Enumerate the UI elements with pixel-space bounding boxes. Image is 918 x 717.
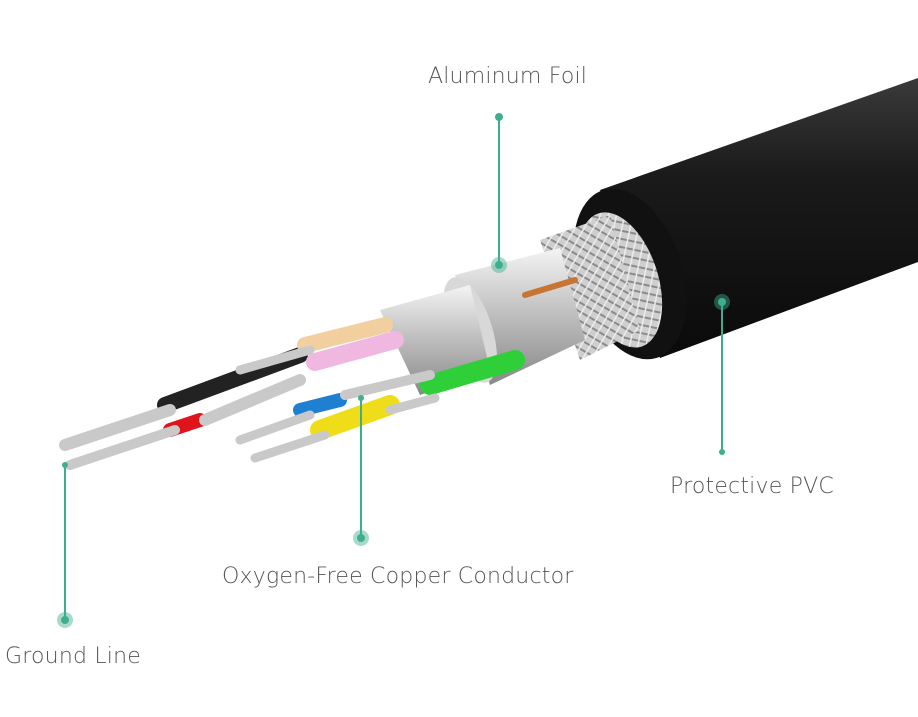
copper-dot — [357, 534, 365, 542]
label-aluminum-foil: Aluminum Foil — [428, 64, 588, 89]
inner-wires — [59, 317, 525, 470]
label-protective-pvc: Protective PVC — [670, 474, 834, 499]
pvc-dot — [718, 298, 726, 306]
aluminum-foil-dot — [495, 113, 503, 121]
ground-dot — [61, 616, 69, 624]
braided-shield — [540, 212, 663, 360]
label-ground-line: Ground Line — [5, 644, 141, 669]
label-copper-conductor: Oxygen-Free Copper Conductor — [222, 564, 574, 589]
